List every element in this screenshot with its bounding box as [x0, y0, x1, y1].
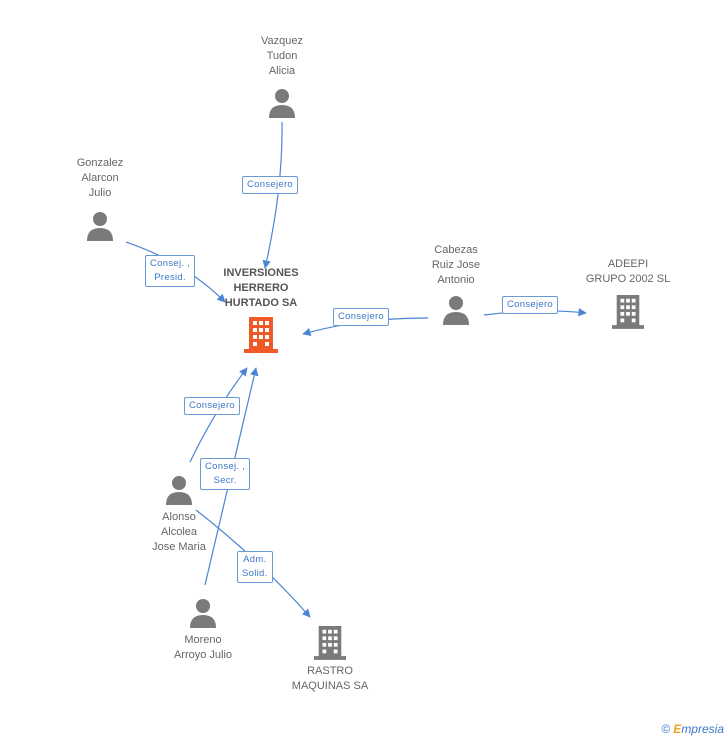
person-icon	[166, 476, 192, 505]
person-name-line: Cabezas	[434, 244, 478, 256]
role-text: Consejero	[507, 299, 554, 310]
person-name-line: Ruiz Jose	[431, 259, 481, 271]
role-text: Presid.	[154, 272, 186, 283]
person-icon	[443, 296, 469, 325]
role-text: Consejero	[247, 179, 294, 190]
brand-footer: ©Empresia	[661, 722, 724, 736]
role-label-vazquez[interactable]: Consejero	[242, 176, 299, 194]
person-name-line: Antonio	[437, 274, 475, 286]
role-label-alonso-rastro[interactable]: Adm. Solid.	[237, 551, 273, 583]
company-name-line: MAQUINAS SA	[291, 680, 369, 692]
role-label-alonso-main[interactable]: Consej. , Secr.	[200, 458, 251, 490]
person-icon	[190, 599, 216, 628]
person-name-line: Alcolea	[160, 526, 198, 538]
person-node-moreno[interactable]: Moreno Arroyo Julio	[158, 597, 248, 663]
person-name-line: Arroyo Julio	[173, 649, 233, 661]
company-node-rastro[interactable]: RASTRO MAQUINAS SA	[280, 624, 380, 694]
person-node-vazquez[interactable]: Vazquez Tudon Alicia	[242, 34, 322, 119]
company-name-line: ADEEPI	[607, 258, 649, 270]
brand-logo-text: mpresia	[681, 722, 724, 736]
main-company-name-line-3: HURTADO SA	[224, 297, 298, 309]
person-icon	[87, 212, 113, 241]
building-icon	[244, 317, 278, 353]
person-name-line: Tudon	[266, 50, 298, 62]
edge-vazquez-main	[262, 121, 283, 269]
role-label-gonzalez[interactable]: Consej. , Presid.	[145, 255, 196, 287]
person-node-gonzalez[interactable]: Gonzalez Alarcon Julio	[60, 156, 140, 242]
brand-logo-initial: E	[673, 722, 682, 736]
company-node-adeepi[interactable]: ADEEPI GRUPO 2002 SL	[578, 257, 678, 329]
role-text: Consejero	[338, 311, 385, 322]
role-text: Secr.	[213, 475, 237, 486]
company-name-line: RASTRO	[307, 665, 353, 677]
main-company-name-line-1: INVERSIONES	[223, 267, 299, 279]
person-name-line: Gonzalez	[76, 157, 124, 169]
building-icon	[314, 626, 346, 660]
role-text: Consejero	[189, 400, 236, 411]
main-company-node[interactable]: INVERSIONES HERRERO HURTADO SA	[206, 266, 316, 353]
building-icon	[612, 295, 644, 329]
role-text: Consej. ,	[205, 461, 246, 472]
role-label-cabezas-main[interactable]: Consejero	[333, 308, 390, 326]
person-node-alonso[interactable]: Alonso Alcolea Jose Maria	[134, 474, 224, 555]
person-node-cabezas[interactable]: Cabezas Ruiz Jose Antonio	[416, 243, 496, 326]
role-label-cabezas-adeepi[interactable]: Consejero	[502, 296, 559, 314]
person-icon	[269, 89, 295, 118]
edge-alonso-main	[189, 367, 248, 463]
person-name-line: Alarcon	[81, 172, 119, 184]
person-name-line: Vazquez	[261, 35, 303, 47]
main-company-name-line-2: HERRERO	[233, 282, 289, 294]
person-name-line: Moreno	[184, 634, 222, 646]
person-name-line: Julio	[88, 187, 112, 199]
role-text: Consej. ,	[150, 258, 191, 269]
company-name-line: GRUPO 2002 SL	[585, 273, 671, 285]
person-name-line: Jose Maria	[152, 541, 206, 553]
role-text: Solid.	[242, 568, 268, 579]
person-name-line: Alonso	[162, 511, 196, 523]
person-name-line: Alicia	[268, 65, 296, 77]
role-text: Adm.	[243, 554, 267, 565]
copyright-icon: ©	[661, 722, 671, 736]
role-label-moreno-main[interactable]: Consejero	[184, 397, 241, 415]
